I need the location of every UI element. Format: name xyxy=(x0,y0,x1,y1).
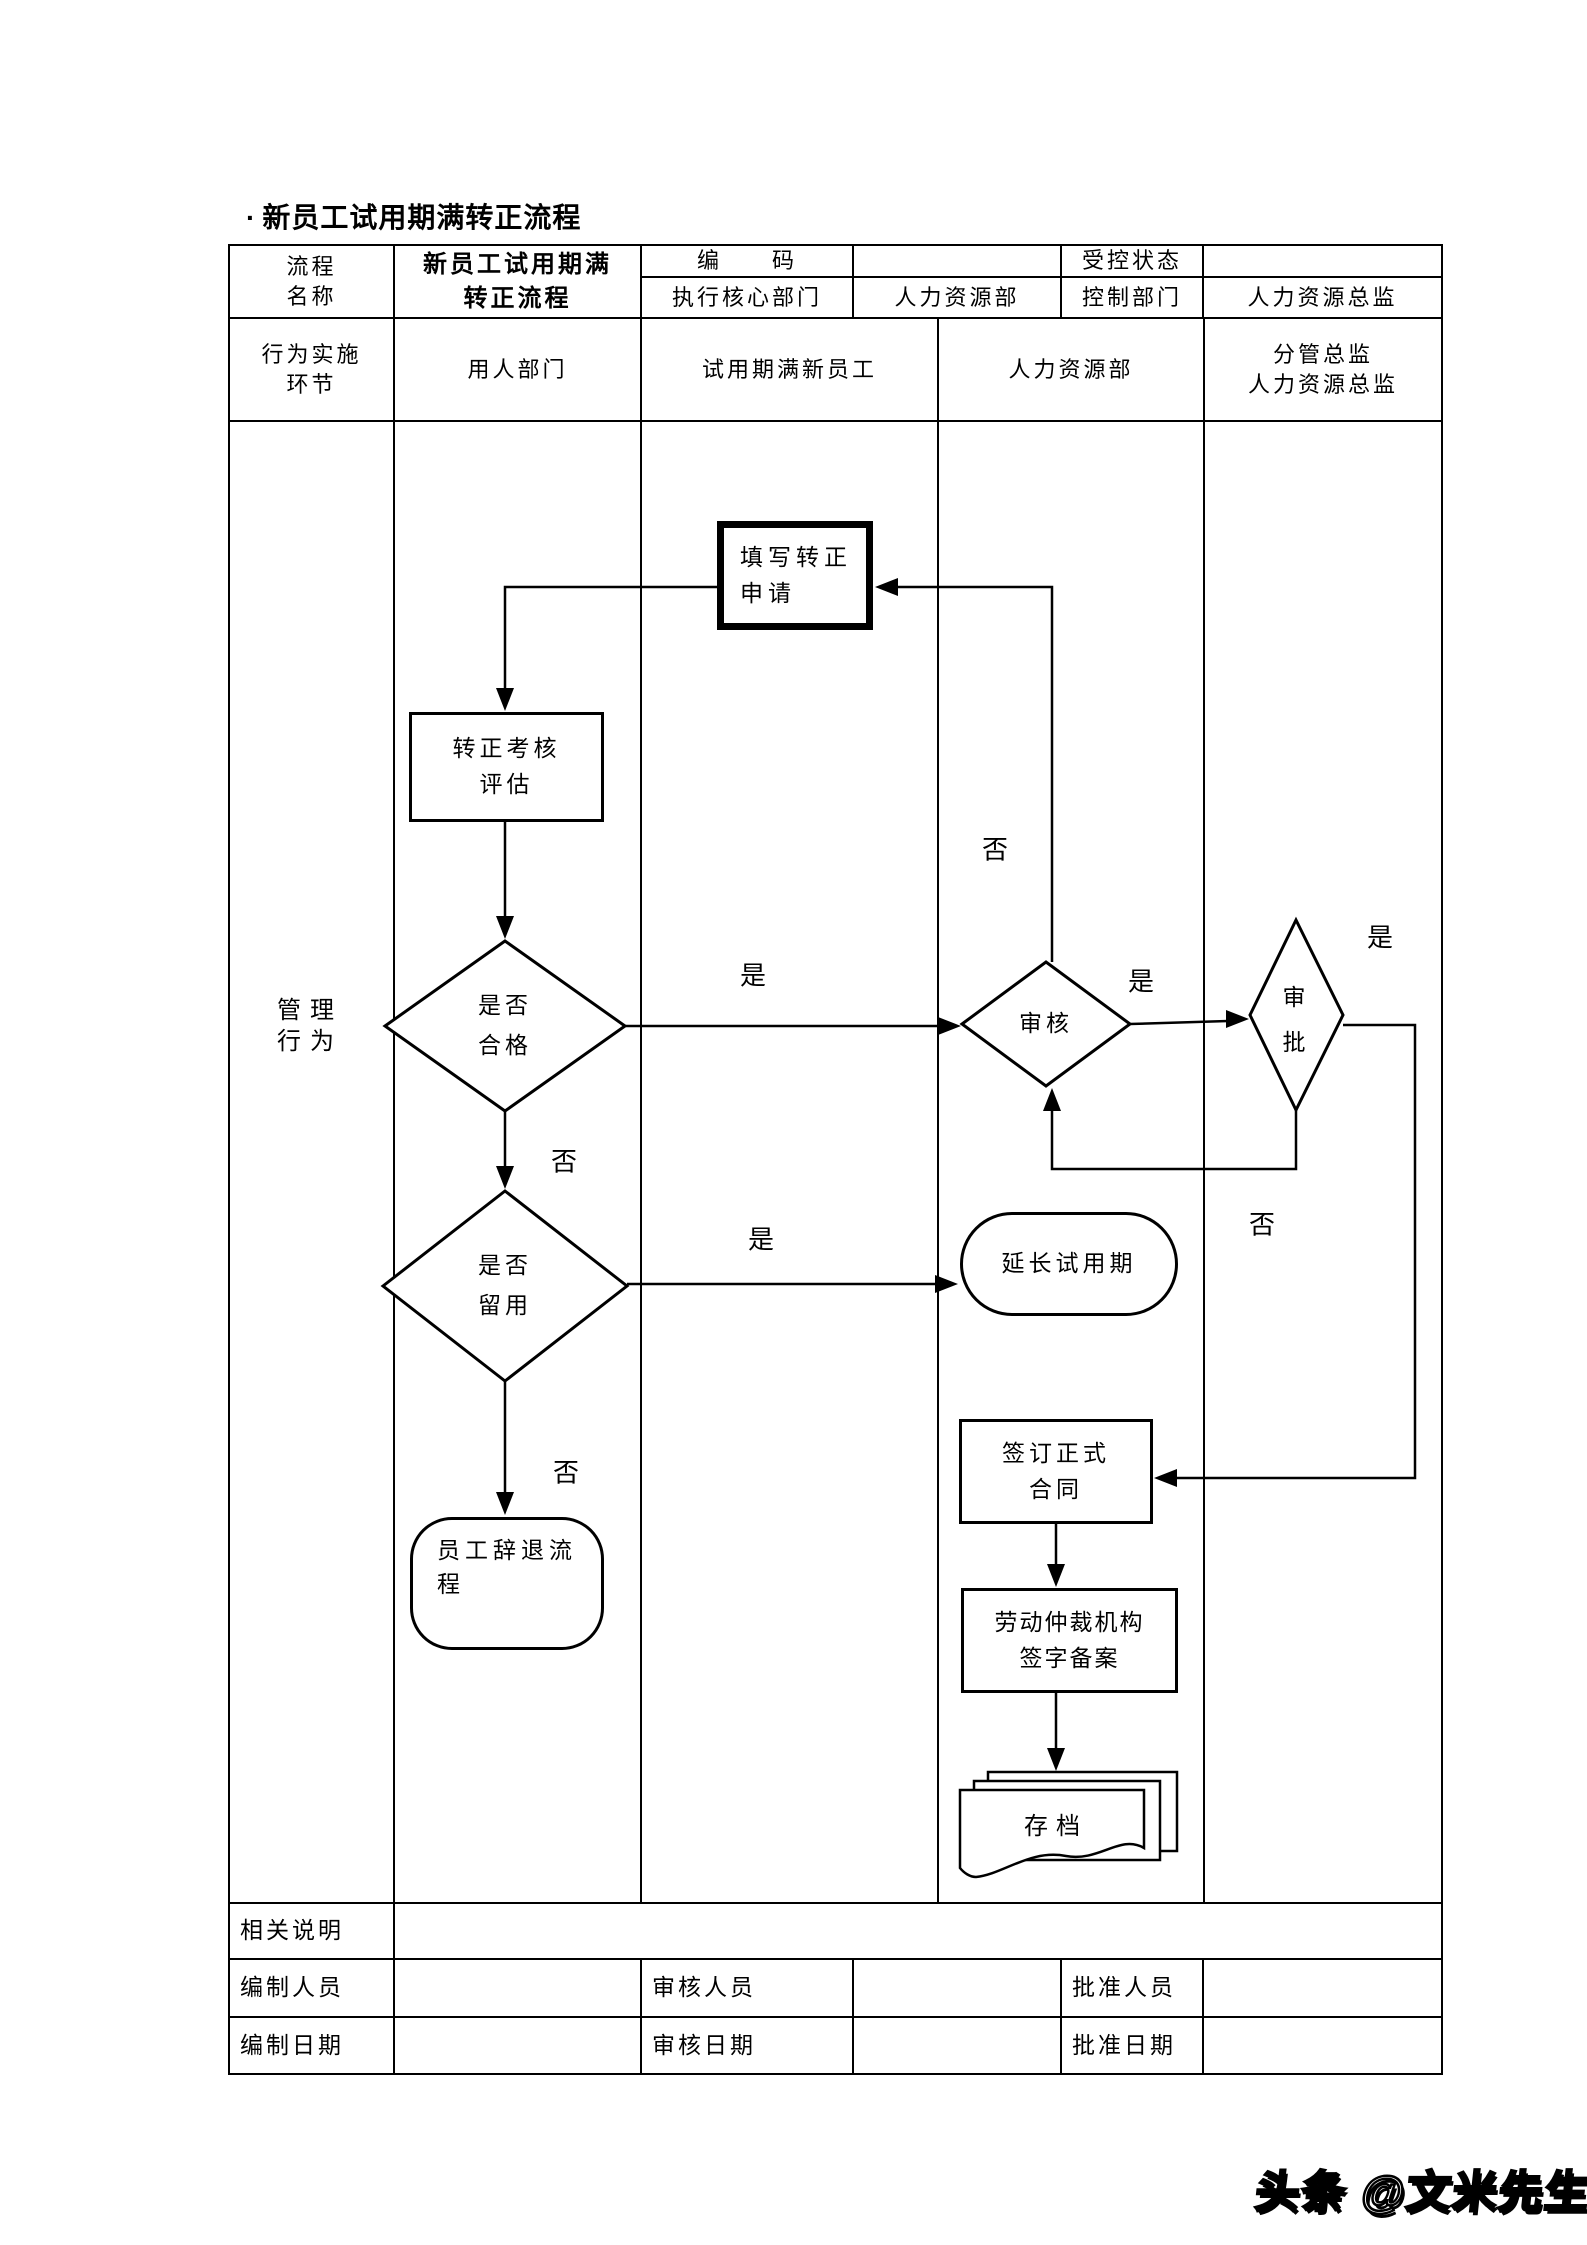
cell-control-dept-label: 控制部门 xyxy=(1062,278,1204,319)
cell-prepared-date-value xyxy=(395,2018,642,2075)
node-arbitration-filing: 劳动仲裁机构 签字备案 xyxy=(961,1588,1178,1693)
node-dismissal-process: 员工辞退流 程 xyxy=(410,1517,604,1650)
cell-reviewed-date-label: 审核日期 xyxy=(642,2018,854,2075)
cell-process-name-label: 流程 名称 xyxy=(230,246,395,319)
decision-qualified-label: 是否 合格 xyxy=(478,993,532,1058)
lane-header-director: 分管总监 人力资源总监 xyxy=(1205,319,1443,422)
cell-code-value xyxy=(854,246,1062,278)
edge-label-yes-retain: 是 xyxy=(747,1225,775,1255)
node-extend-probation: 延长试用期 xyxy=(960,1212,1178,1316)
edge-label-yes-review: 是 xyxy=(1127,967,1155,997)
lane-header-hiring-dept: 用人部门 xyxy=(395,319,642,422)
cell-notes-value xyxy=(395,1904,1443,1960)
cell-approved-by-label: 批准人员 xyxy=(1062,1960,1204,2018)
title-text: 新员工试用期满转正流程 xyxy=(262,202,582,233)
cell-prepared-by-value xyxy=(395,1960,642,2018)
node-archive-label: 存档 xyxy=(1024,1814,1088,1840)
edge-label-yes-qualified: 是 xyxy=(739,961,767,991)
lane-header-new-employee: 试用期满新员工 xyxy=(642,319,939,422)
cell-notes-label: 相关说明 xyxy=(230,1904,395,1960)
cell-controlled-state-label: 受控状态 xyxy=(1062,246,1204,278)
swimlane-row-label xyxy=(230,422,395,1904)
edge-label-yes-approve: 是 xyxy=(1366,923,1394,953)
cell-reviewed-by-value xyxy=(854,1960,1062,2018)
cell-approved-date-label: 批准日期 xyxy=(1062,2018,1204,2075)
swimlane-director xyxy=(1205,422,1443,1904)
cell-stage-label: 行为实施 环节 xyxy=(230,319,395,422)
cell-reviewed-date-value xyxy=(854,2018,1062,2075)
node-evaluation: 转正考核 评估 xyxy=(409,712,604,822)
cell-reviewed-by-label: 审核人员 xyxy=(642,1960,854,2018)
cell-prepared-by-label: 编制人员 xyxy=(230,1960,395,2018)
node-sign-contract: 签订正式 合同 xyxy=(959,1419,1153,1524)
cell-code-label: 编 码 xyxy=(642,246,854,278)
decision-retain-label: 是否 留用 xyxy=(478,1253,532,1318)
watermark-text: 头条 @文米先生 xyxy=(1252,2167,1587,2219)
title-bullet: · xyxy=(246,202,257,233)
edge-label-no-approve: 否 xyxy=(1248,1210,1276,1240)
edge-label-no-review: 否 xyxy=(981,835,1009,865)
swimlane-hiring-dept xyxy=(395,422,642,1904)
swimlane-new-employee xyxy=(642,422,939,1904)
page-title: ·新员工试用期满转正流程 xyxy=(246,196,581,236)
cell-process-name-value: 新员工试用期满 转正流程 xyxy=(395,246,642,319)
decision-review-label: 审核 xyxy=(1019,1011,1073,1036)
cell-control-dept-value: 人力资源总监 xyxy=(1204,278,1443,319)
node-fill-application: 填写转正 申请 xyxy=(717,521,873,630)
decision-approve-label: 审 批 xyxy=(1282,985,1310,1055)
process-table: 流程 名称 新员工试用期满 转正流程 编 码 受控状态 执行核心部门 人力资源部… xyxy=(228,244,1443,2075)
lane-header-hr-dept: 人力资源部 xyxy=(939,319,1205,422)
row-label-management-action: 管理 行为 xyxy=(277,998,343,1055)
edge-label-no-qualified: 否 xyxy=(550,1147,578,1177)
edge-label-no-retain: 否 xyxy=(552,1458,580,1488)
cell-approved-by-value xyxy=(1204,1960,1443,2018)
cell-exec-dept-value: 人力资源部 xyxy=(854,278,1062,319)
cell-exec-dept-label: 执行核心部门 xyxy=(642,278,854,319)
cell-controlled-state-value xyxy=(1204,246,1443,278)
cell-approved-date-value xyxy=(1204,2018,1443,2075)
cell-prepared-date-label: 编制日期 xyxy=(230,2018,395,2075)
